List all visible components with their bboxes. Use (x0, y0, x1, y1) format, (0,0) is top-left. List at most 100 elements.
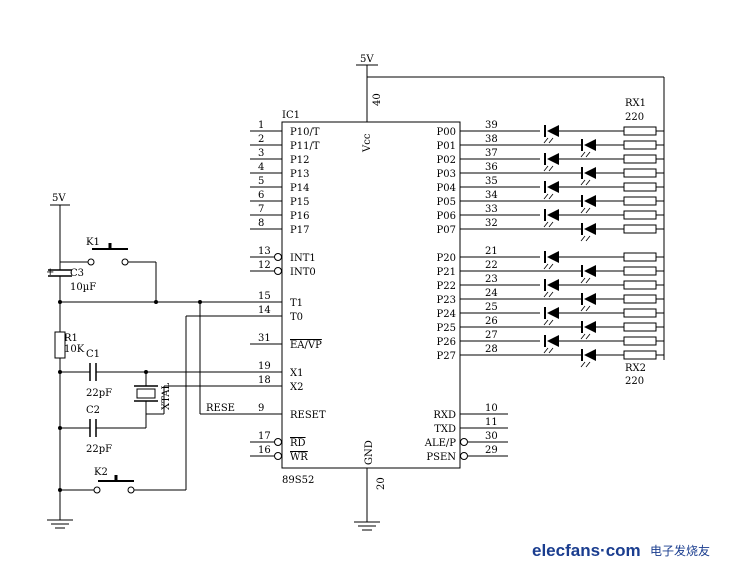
pin-number: 17 (258, 431, 271, 442)
pin-name: P06 (437, 211, 456, 222)
led-body (547, 209, 559, 221)
pin-number: 32 (485, 218, 498, 229)
light-arrow-icon (548, 221, 554, 228)
pin-name: ALE/P (424, 438, 457, 449)
pin-name: P26 (437, 337, 456, 348)
inverted-pin-bubble-icon (460, 438, 468, 446)
rx1-value: 220 (625, 112, 644, 123)
light-arrow-icon (548, 291, 554, 298)
pin-number: 21 (485, 246, 498, 257)
k2-ref: K2 (94, 467, 108, 478)
resistor-body (623, 210, 657, 220)
vcc-left-label: 5V (52, 193, 66, 204)
pin-name: X1 (290, 368, 303, 379)
pin-number: 22 (485, 260, 498, 271)
led-body (584, 321, 596, 333)
pin-number: 16 (258, 445, 271, 456)
light-arrow-icon (580, 235, 586, 242)
pin-name: P05 (437, 197, 456, 208)
pin-name: P04 (437, 183, 456, 194)
led-body (547, 125, 559, 137)
r1-value: 10K (64, 344, 85, 355)
pin-number: 25 (485, 302, 498, 313)
light-arrow-icon (548, 319, 554, 326)
resistor-body (623, 336, 657, 346)
pin-number: 11 (485, 417, 498, 428)
light-arrow-icon (548, 263, 554, 270)
light-arrow-icon (548, 347, 554, 354)
light-arrow-icon (585, 305, 591, 312)
led-body (547, 307, 559, 319)
light-arrow-icon (543, 221, 549, 228)
led-body (547, 279, 559, 291)
pin-number: 5 (258, 176, 264, 187)
junction-dot (198, 300, 202, 304)
resistor-body (623, 224, 657, 234)
resistor-icon (623, 308, 664, 318)
led-body (584, 139, 596, 151)
watermark-cn: 电子发烧友 (650, 543, 710, 558)
led-body (584, 349, 596, 361)
pin-number: 29 (485, 445, 498, 456)
pin-number: 30 (485, 431, 498, 442)
vcc-pin-label: Vcc (362, 133, 373, 153)
light-arrow-icon (548, 137, 554, 144)
light-arrow-icon (580, 277, 586, 284)
resistor-body (623, 196, 657, 206)
led-icon (543, 251, 624, 270)
junction-dot (144, 370, 148, 374)
pin-name: TXD (434, 424, 456, 435)
led-icon (540, 167, 624, 186)
inverted-pin-bubble-icon (274, 267, 282, 275)
pin-name: P17 (290, 225, 309, 236)
light-arrow-icon (543, 165, 549, 172)
pin-name: P12 (290, 155, 309, 166)
led-icon (540, 321, 624, 340)
c1-value: 22pF (86, 388, 112, 399)
resistor-icon (623, 196, 664, 206)
c2-value: 22pF (86, 444, 112, 455)
k1-contact-right (121, 258, 129, 266)
pin-number: 18 (258, 375, 271, 386)
light-arrow-icon (585, 151, 591, 158)
led-icon (540, 265, 624, 284)
resistor-body (623, 168, 657, 178)
gnd-pin-label: GND (364, 440, 375, 465)
resistor-body (623, 154, 657, 164)
led-icon (543, 125, 624, 144)
resistor-icon (623, 210, 664, 220)
ic-part: 89S52 (282, 475, 314, 486)
pin-name: T0 (290, 312, 303, 323)
pin-name: X2 (290, 382, 303, 393)
k1-contact-left (87, 258, 95, 266)
pin-name: P27 (437, 351, 456, 362)
led-icon (543, 335, 624, 354)
pin-name: RD (290, 438, 306, 449)
led-body (584, 195, 596, 207)
pin-name: P14 (290, 183, 309, 194)
pin-name: RESET (290, 410, 326, 421)
pin-number: 13 (258, 246, 271, 257)
resistor-icon (623, 168, 664, 178)
light-arrow-icon (580, 333, 586, 340)
pin-number: 27 (485, 330, 498, 341)
pin-number: 39 (485, 120, 498, 131)
resistor-icon (623, 266, 664, 276)
pin-name: P22 (437, 281, 456, 292)
